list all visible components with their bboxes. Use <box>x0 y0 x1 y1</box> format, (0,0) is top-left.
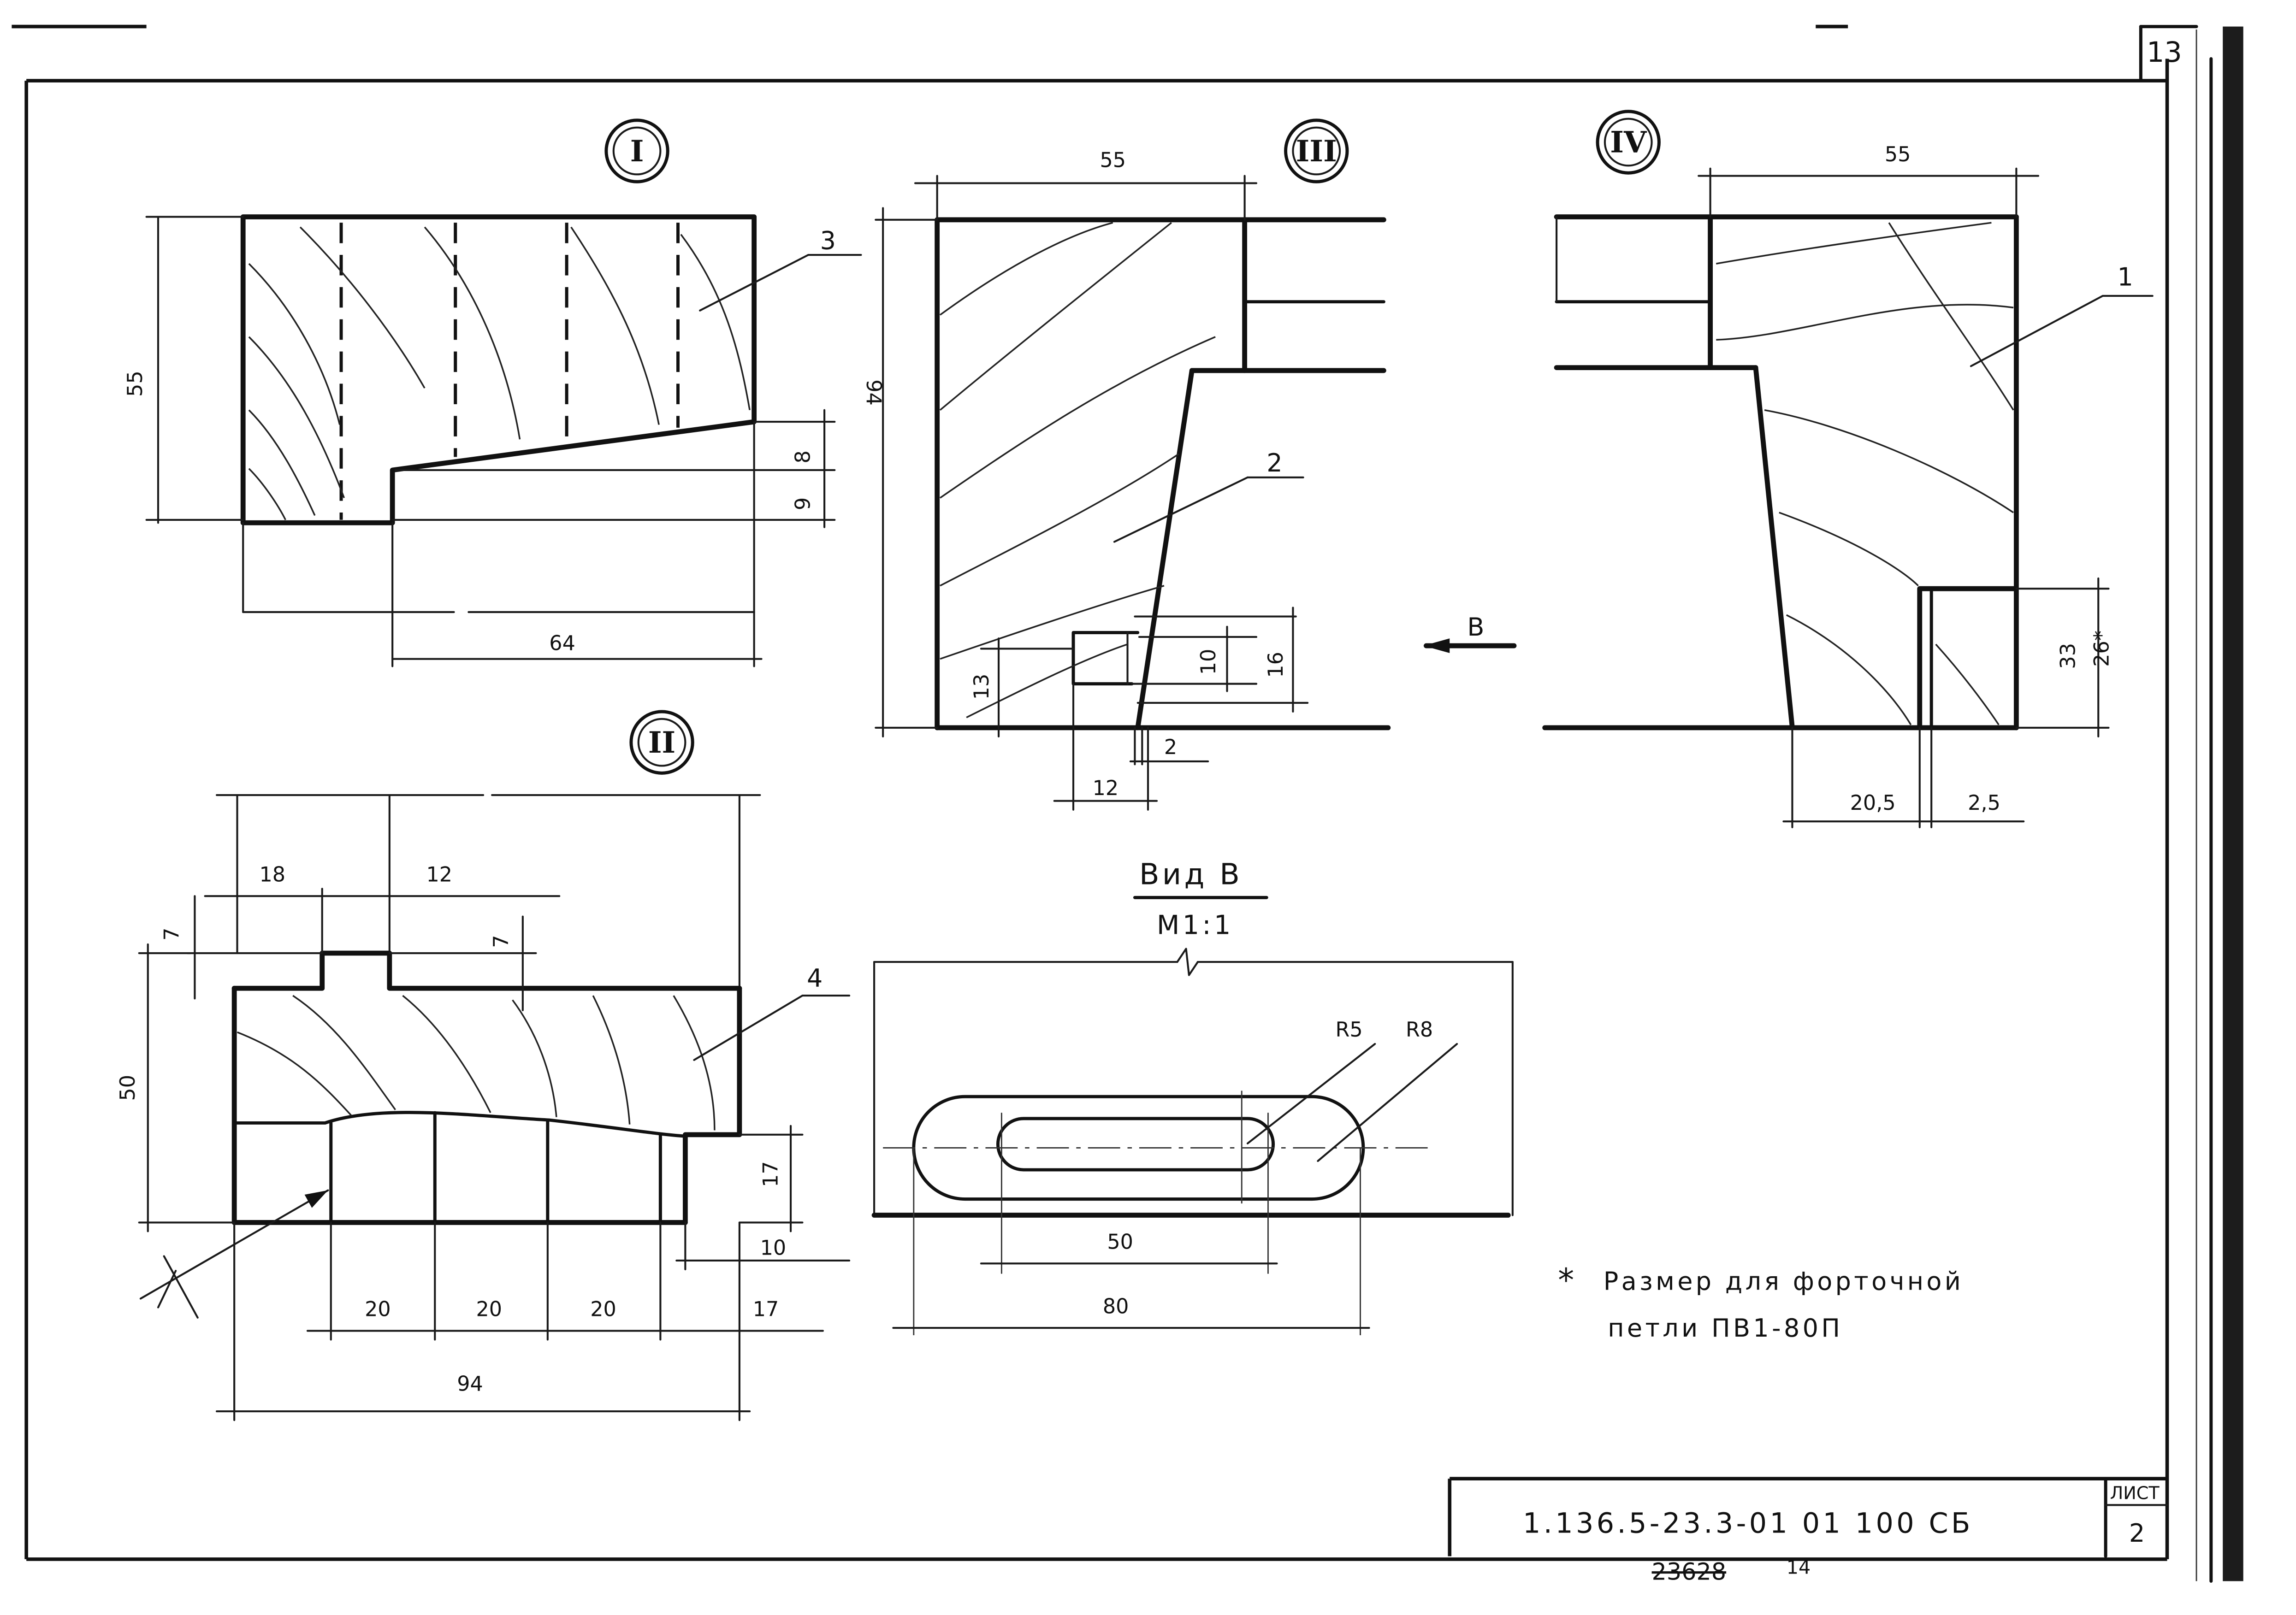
binding-strip <box>2223 26 2243 1581</box>
view-3-dim-slot-total: 16 <box>1264 652 1288 678</box>
view-4-dim-h2: 26* <box>2090 631 2113 667</box>
view-1-marker-inner <box>612 126 662 176</box>
view-2-label: II <box>648 725 675 760</box>
view-1: I 55 64 8 9 <box>124 118 862 667</box>
sheet-frame <box>12 24 2243 1583</box>
view-3-dim-top: 55 <box>1100 148 1126 172</box>
view-1-part-number: 3 <box>820 226 836 255</box>
view-2-dim-depth-left: 7 <box>160 928 183 941</box>
view-4-dim-w1: 20,5 <box>1850 791 1896 815</box>
view-b-radius-small: R5 <box>1336 1018 1363 1042</box>
archive-suffix: 14 <box>1787 1556 1811 1579</box>
view-2-dim-seg4: 17 <box>753 1298 779 1321</box>
view-2-dim-step: 17 <box>759 1161 782 1187</box>
view-b-dim-outer: 80 <box>1103 1295 1129 1318</box>
view-4-dim-w2: 2,5 <box>1968 791 2000 815</box>
view-b-arrow-label: В <box>1467 613 1484 642</box>
sheet-number: 2 <box>2129 1519 2145 1548</box>
view-3-dim-offset: 2 <box>1164 736 1177 759</box>
view-2: II 18 12 7 7 50 <box>116 710 851 1421</box>
view-1-dim-width: 64 <box>549 632 575 655</box>
footnote-star: * <box>1558 1262 1574 1299</box>
view-1-dim-step-lower: 9 <box>791 497 815 510</box>
view-1-dim-step-upper: 8 <box>791 450 815 463</box>
view-b-dim-inner: 50 <box>1107 1231 1133 1254</box>
view-3-label: III <box>1296 134 1337 168</box>
view-4-dim-top: 55 <box>1885 143 1911 166</box>
footnote-line-2: петли ПВ1-80П <box>1608 1314 1843 1343</box>
archive-number: 23628 <box>1652 1558 1727 1585</box>
view-2-dim-height: 50 <box>116 1075 140 1101</box>
view-b-radius-large: R8 <box>1406 1018 1433 1042</box>
view-3-dim-slot-w: 12 <box>1093 777 1119 800</box>
sheet-label: ЛИСТ <box>2110 1483 2160 1503</box>
view-2-part-number: 4 <box>807 964 823 993</box>
title-block: 1.136.5-23.3-01 01 100 СБ ЛИСТ 2 <box>1448 1477 2168 1558</box>
view-3-dim-slot-base: 13 <box>970 674 994 700</box>
footnote: * Размер для форточной петли ПВ1-80П <box>1558 1262 1964 1343</box>
view-2-dim-step-width: 10 <box>760 1236 787 1260</box>
view-4: IV 55 33 26* 20,5 2,5 <box>1542 110 2154 828</box>
view-4-dim-h1: 33 <box>2056 643 2080 669</box>
view-2-dim-seg2: 20 <box>476 1298 503 1321</box>
view-3-dim-slot-h: 10 <box>1197 649 1220 675</box>
view-1-marker-outer <box>604 118 669 183</box>
view-4-part-number: 1 <box>2118 263 2133 292</box>
view-2-dim-left-gap: 18 <box>259 863 285 886</box>
view-b-title: Вид В <box>1139 857 1243 891</box>
view-2-dim-seg1: 20 <box>365 1298 391 1321</box>
view-1-label: I <box>630 134 644 168</box>
view-2-dim-depth-right: 7 <box>490 935 513 948</box>
view-2-dim-total: 94 <box>457 1373 483 1396</box>
view-2-dim-seg3: 20 <box>590 1298 616 1321</box>
view-4-label: IV <box>1610 125 1647 159</box>
drawing-code: 1.136.5-23.3-01 01 100 СБ <box>1523 1508 1973 1540</box>
view-b-arrow: В <box>1423 613 1517 653</box>
view-3-dim-height: 94 <box>862 379 885 406</box>
view-3-part-number: 2 <box>1266 448 1282 477</box>
view-b-scale: М1:1 <box>1157 910 1234 941</box>
footnote-line-1: Размер для форточной <box>1604 1267 1964 1296</box>
view-1-dim-height: 55 <box>124 371 147 397</box>
page-mark: 13 <box>2147 36 2182 69</box>
view-3: III 55 94 10 16 13 <box>862 118 1391 811</box>
view-b: Вид В М1:1 50 80 R5 R8 <box>871 857 1514 1335</box>
view-2-dim-right-gap: 12 <box>426 863 453 886</box>
